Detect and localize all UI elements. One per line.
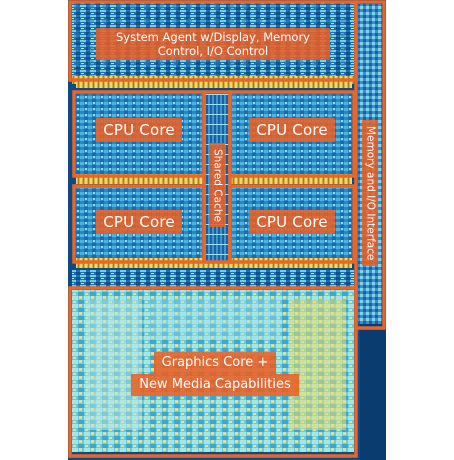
graphics-core-outline xyxy=(68,286,358,458)
memory-io-outline xyxy=(354,0,386,330)
cpu-core-area-2 xyxy=(232,94,352,178)
cpu-core-area-1 xyxy=(76,94,202,178)
memory-io-area xyxy=(358,4,382,324)
shared-cache-area xyxy=(204,94,230,262)
cpu-core-area-3 xyxy=(76,186,202,262)
shared-cache-outline xyxy=(202,90,232,264)
cpu-core-area-4 xyxy=(232,186,352,262)
